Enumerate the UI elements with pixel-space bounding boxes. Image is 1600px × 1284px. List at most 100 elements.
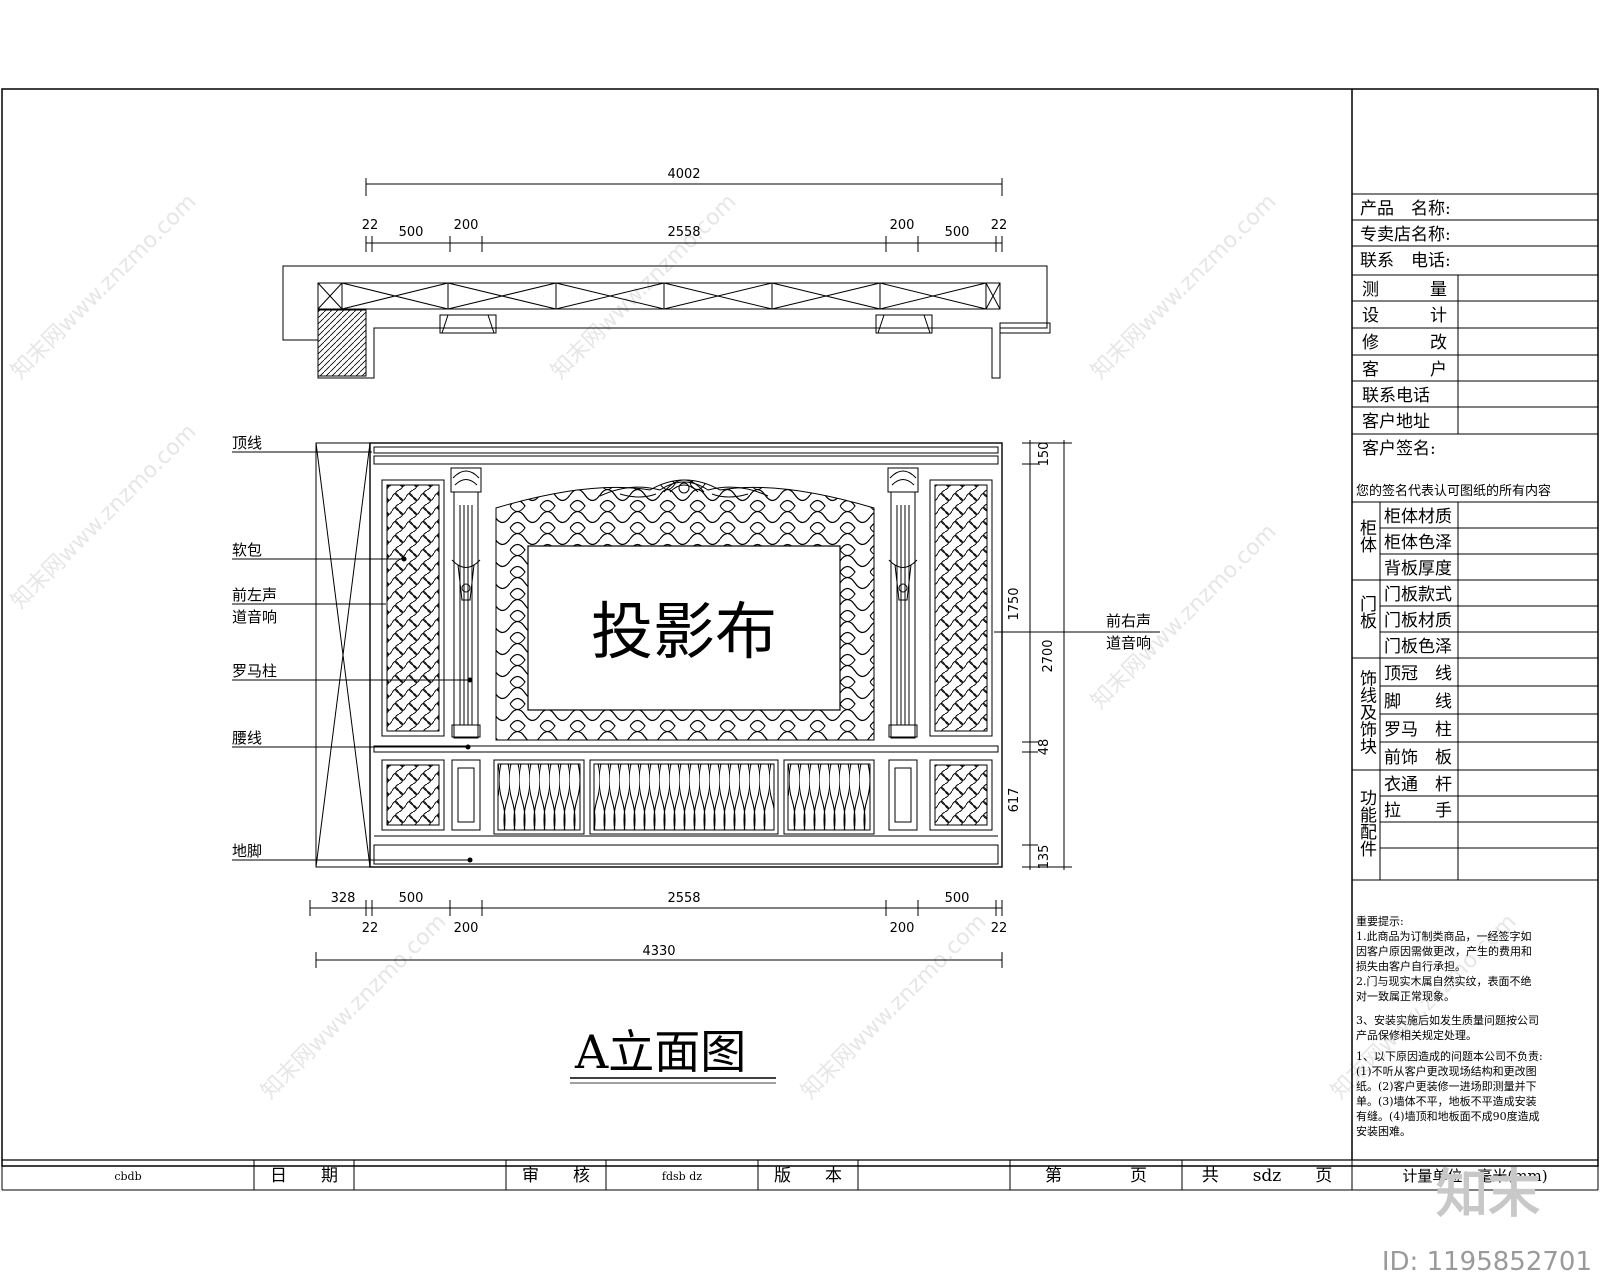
title-block-grid [1352, 193, 1598, 881]
right-callouts: 前右声 道音响 [1106, 612, 1151, 652]
dimension-label: 2558 [667, 225, 700, 240]
note-line: 对一致属正常现象。 [1356, 989, 1455, 1003]
note-line: (1)不听从客户更改现场结构和更改图 [1356, 1064, 1537, 1078]
row-revise: 修 改 [1362, 333, 1447, 353]
note-line: 1.此商品为订制类商品，一经签字如 [1356, 929, 1532, 943]
dimension-label: 150 [1037, 442, 1052, 467]
watermark: 知末网www.znzmo.com [257, 909, 452, 1104]
dimension-label: 500 [945, 891, 970, 906]
callout-baseboard: 地脚 [232, 842, 262, 860]
note-line: 重要提示: [1356, 914, 1404, 928]
drawing-title: A立面图 [574, 1025, 746, 1079]
drawing-border [1, 88, 1599, 1167]
client-signature-field: 客户签名: [1362, 439, 1436, 459]
row-contact-phone: 联系电话 [1362, 386, 1430, 406]
callout-waist-line: 腰线 [232, 729, 262, 747]
dimension-label: 22 [362, 218, 379, 233]
callout-dots [401, 556, 473, 863]
bottom-cell-date: 日 期 [270, 1166, 338, 1186]
item-door-style: 门板款式 [1384, 585, 1452, 605]
note-line: 有缝。(4)墙顶和地板面不成90度造成 [1356, 1109, 1540, 1123]
wall-sconce-left [451, 559, 481, 601]
dimension-label: 48 [1037, 739, 1052, 756]
row-design: 设 计 [1362, 306, 1447, 326]
item-hanging-rod: 衣通 杆 [1384, 775, 1452, 795]
plan-total-dimension: 4002 [667, 167, 700, 182]
brand-logo: 知末 [1436, 1165, 1540, 1225]
group-door-label: 门板 [1356, 595, 1377, 629]
dimension-label: 22 [991, 921, 1008, 936]
left-callouts: 顶线 软包 前左声 道音响 罗马柱 腰线 地脚 [232, 434, 277, 860]
dimension-label: 135 [1037, 845, 1052, 870]
dimension-label: 200 [454, 921, 479, 936]
item-backboard-thickness: 背板厚度 [1384, 559, 1452, 579]
plan-segment-dimensions: 22 500 200 2558 200 500 22 [362, 218, 1008, 240]
dimension-label: 4330 [642, 944, 675, 959]
row-measure: 测 量 [1362, 280, 1447, 300]
bottom-bar-grid [1, 1160, 1599, 1191]
dimension-label: 22 [991, 218, 1008, 233]
item-cabinet-material: 柜体材质 [1384, 507, 1452, 527]
dimension-label: 22 [362, 921, 379, 936]
callout-crown-molding: 顶线 [232, 434, 262, 452]
screen-label: 投影布 [591, 595, 777, 668]
bottom-cell-page: 第 页 [1045, 1166, 1147, 1186]
bottom-cell-reviewer: fdsb dz [662, 1170, 702, 1183]
item-cabinet-color: 柜体色泽 [1384, 533, 1452, 553]
title-block-groups: 柜体 门板 饰线及饰块 功能配件 柜体材质 柜体色泽 背板厚度 门板款式 门板材… [1356, 507, 1452, 857]
store-phone-field: 联系 电话: [1360, 251, 1451, 271]
watermark: 知末网www.znzmo.com [1087, 189, 1282, 384]
note-line: 纸。(2)客户更装修一进场即测量并下 [1356, 1079, 1537, 1093]
note-line: 单。(3)墙体不平，地板不平造成安装 [1356, 1094, 1537, 1108]
dimension-label: 500 [399, 891, 424, 906]
product-name-field: 产品 名称: [1360, 199, 1451, 219]
title-block-top-fields: 产品 名称: 专卖店名称: 联系 电话: [1360, 199, 1451, 271]
wall-sconce-right [888, 559, 918, 601]
bottom-cell-review: 审 核 [522, 1166, 590, 1186]
note-line: 安装困难。 [1356, 1124, 1411, 1138]
group-hardware-label: 功能配件 [1356, 789, 1377, 857]
item-crown-molding: 顶冠 线 [1384, 664, 1452, 684]
group-cabinet-label: 柜体 [1356, 519, 1377, 553]
dimension-label: 500 [399, 225, 424, 240]
item-handle: 拉 手 [1384, 801, 1452, 821]
watermark: 知末网www.znzmo.com [7, 419, 202, 614]
plan-x-braces [317, 282, 1001, 310]
note-line: 损失由客户自行承担。 [1356, 959, 1466, 973]
callout-front-right-speaker: 前右声 [1106, 612, 1151, 630]
plan-dimensions [365, 178, 1003, 252]
bottom-bar: cbdb 日 期 审 核 fdsb dz 版 本 第 页 共 sdz 页 计量单… [114, 1166, 1547, 1186]
item-front-panel: 前饰 板 [1384, 748, 1452, 768]
store-name-field: 专卖店名称: [1360, 225, 1451, 245]
title-block-rows: 测 量 设 计 修 改 客 户 联系电话 客户地址 客户签名: 您的签名代表认可… [1356, 280, 1551, 499]
row-client-address: 客户地址 [1362, 412, 1430, 432]
item-door-color: 门板色泽 [1384, 637, 1452, 657]
dimension-label: 1750 [1007, 587, 1022, 620]
bottom-cell-total-pages: 共 sdz 页 [1202, 1166, 1333, 1186]
dimension-label: 617 [1007, 788, 1022, 813]
note-line: 1、以下原因造成的问题本公司不负责: [1356, 1049, 1543, 1063]
elevation-view [315, 442, 1003, 868]
item-roman-column: 罗马 柱 [1384, 720, 1452, 740]
bottom-dimension-labels: 328 500 2558 500 22 200 200 22 4330 [331, 891, 1008, 959]
dimension-label: 500 [945, 225, 970, 240]
callout-roman-column: 罗马柱 [232, 662, 277, 680]
callout-front-left-speaker-2: 道音响 [232, 608, 277, 626]
plan-view [282, 265, 1051, 379]
watermark: 知末网www.znzmo.com [7, 189, 202, 384]
dimension-label: 200 [890, 218, 915, 233]
dimension-label: 2700 [1041, 639, 1056, 672]
vertical-dimension-labels: 150 1750 2700 48 617 135 [1007, 442, 1056, 870]
group-trim-label: 饰线及饰块 [1356, 669, 1377, 754]
item-door-material: 门板材质 [1384, 611, 1452, 631]
measurement-unit: 计量单位：毫米(mm) [1402, 1167, 1547, 1185]
note-line: 3、安装实施后如发生质量问题按公司 [1356, 1013, 1539, 1027]
row-client: 客 户 [1362, 360, 1447, 380]
signature-note: 您的签名代表认可图纸的所有内容 [1356, 483, 1551, 499]
watermark: 知末网www.znzmo.com [797, 909, 992, 1104]
callout-leaders [232, 451, 1160, 861]
important-notes: 重要提示: 1.此商品为订制类商品，一经签字如 因客户原因需做更改，产生的费用和… [1356, 914, 1543, 1138]
callout-front-left-speaker: 前左声 [232, 586, 277, 604]
roman-column-right [887, 467, 919, 739]
